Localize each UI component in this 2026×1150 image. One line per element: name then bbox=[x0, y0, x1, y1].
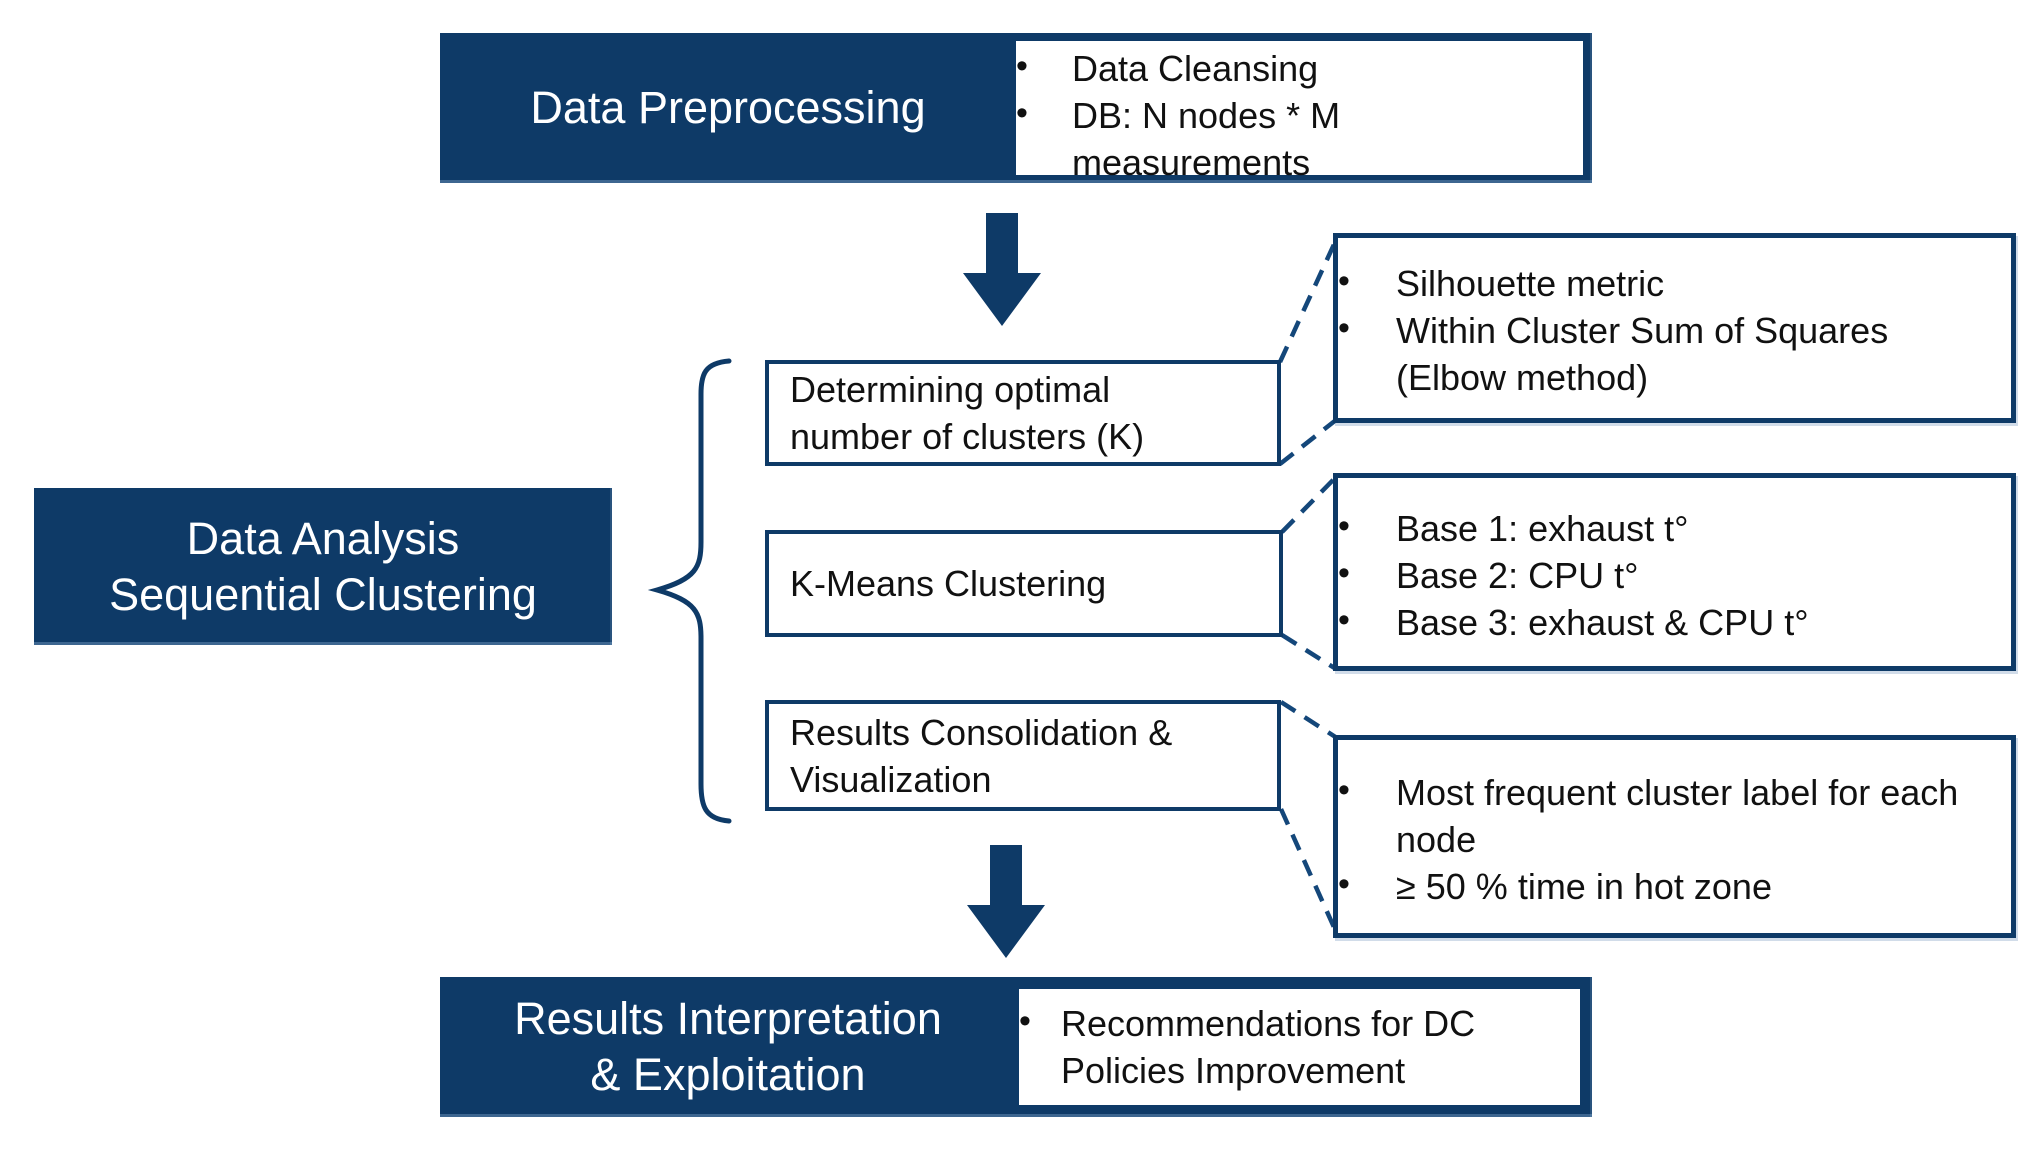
step-label: K-Means Clustering bbox=[790, 563, 1107, 604]
data-analysis-title-line2: Sequential Clustering bbox=[109, 568, 537, 620]
list-item: Data Cleansing bbox=[1016, 43, 1583, 92]
dashed-connector bbox=[1277, 239, 1339, 363]
list-item: Base 2: CPU t° bbox=[1338, 550, 2011, 599]
results-bullet-list: Recommendations for DC Policies Improvem… bbox=[1019, 998, 1580, 1094]
list-item: DB: N nodes * M measurements bbox=[1016, 90, 1583, 186]
determine-k-details-box: Silhouette metric Within Cluster Sum of … bbox=[1333, 233, 2016, 423]
data-preprocessing-title: Data Preprocessing bbox=[530, 82, 926, 133]
step-determine-k-box: Determining optimal number of clusters (… bbox=[765, 360, 1281, 466]
step-label: Determining optimal number of clusters (… bbox=[790, 369, 1145, 457]
dashed-connector bbox=[1278, 808, 1340, 935]
down-arrow-icon bbox=[963, 213, 1041, 326]
dashed-connector bbox=[1280, 475, 1338, 534]
results-title-line1: Results Interpretation bbox=[514, 993, 942, 1044]
kmeans-details-box: Base 1: exhaust t° Base 2: CPU t° Base 3… bbox=[1333, 473, 2016, 671]
list-item: Within Cluster Sum of Squares (Elbow met… bbox=[1338, 305, 1916, 401]
list-item: Most frequent cluster label for each nod… bbox=[1338, 767, 2011, 863]
dashed-connector bbox=[1278, 418, 1338, 466]
list-item: Recommendations for DC Policies Improvem… bbox=[1019, 998, 1580, 1094]
step-consolidation-box: Results Consolidation & Visualization bbox=[765, 700, 1281, 811]
data-analysis-title-line1: Data Analysis bbox=[186, 512, 460, 564]
step-label: Results Consolidation & Visualization bbox=[790, 711, 1173, 800]
step-kmeans-box: K-Means Clustering bbox=[765, 530, 1283, 637]
list-item: Base 3: exhaust & CPU t° bbox=[1338, 597, 2011, 646]
down-arrow-icon bbox=[967, 845, 1045, 958]
results-details-box: Recommendations for DC Policies Improvem… bbox=[1019, 989, 1580, 1105]
detail-bullet-list: Base 1: exhaust t° Base 2: CPU t° Base 3… bbox=[1338, 503, 2011, 646]
curly-brace-icon bbox=[647, 358, 732, 824]
dashed-connector bbox=[1280, 633, 1338, 671]
dashed-connector bbox=[1279, 700, 1339, 740]
preprocessing-details-box: Data Cleansing DB: N nodes * M measureme… bbox=[1016, 41, 1583, 183]
list-item: Base 1: exhaust t° bbox=[1338, 503, 2011, 552]
detail-bullet-list: Silhouette metric Within Cluster Sum of … bbox=[1338, 258, 2011, 401]
detail-bullet-list: Most frequent cluster label for each nod… bbox=[1338, 767, 2011, 910]
list-item: Silhouette metric bbox=[1338, 258, 1916, 307]
consolidation-details-box: Most frequent cluster label for each nod… bbox=[1333, 735, 2016, 938]
list-item: ≥ 50 % time in hot zone bbox=[1338, 861, 2011, 910]
results-title-line2: & Exploitation bbox=[590, 1049, 866, 1100]
preprocessing-bullet-list: Data Cleansing DB: N nodes * M measureme… bbox=[1016, 43, 1583, 186]
data-analysis-box: Data Analysis Sequential Clustering bbox=[34, 488, 612, 645]
